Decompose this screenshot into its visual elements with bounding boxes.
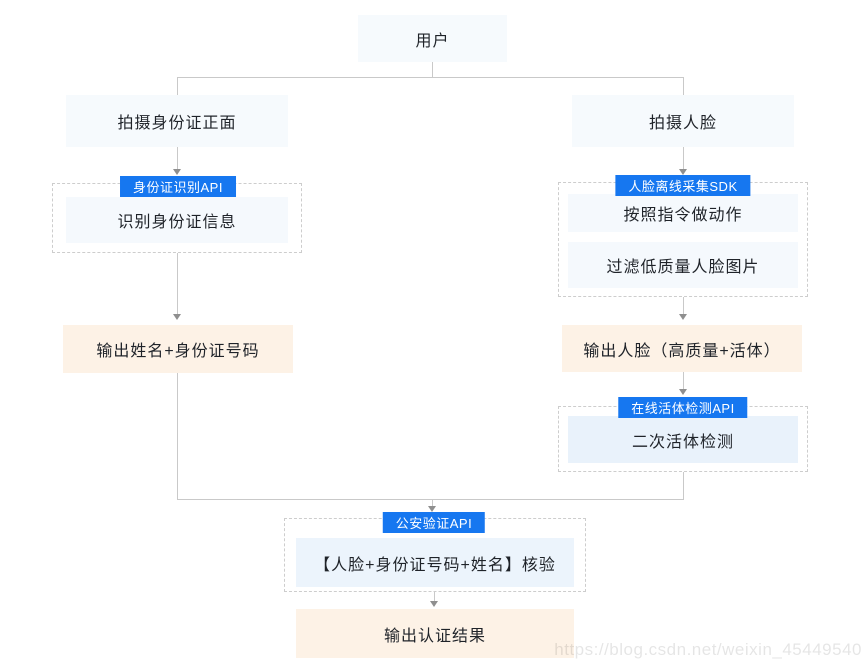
node-output-name-and-id: 输出姓名+身份证号码: [63, 325, 293, 373]
badge-police-verify-api: 公安验证API: [382, 512, 486, 533]
badge-id-ocr-api: 身份证识别API: [120, 176, 236, 197]
arrow-sdk-to-output-head: [679, 314, 687, 320]
connector-user-down: [432, 62, 433, 77]
node-follow-instructions: 按照指令做动作: [568, 194, 798, 232]
connector-left-merge-down: [177, 373, 178, 499]
arrow-output-to-liveness-head: [679, 389, 687, 395]
node-verify-face-id-name: 【人脸+身份证号码+姓名】核验: [296, 538, 574, 587]
arrow-sdk-to-output-shaft: [683, 297, 684, 315]
node-output-auth-result: 输出认证结果: [296, 609, 574, 658]
connector-right-branch: [683, 78, 684, 95]
node-user: 用户: [358, 15, 507, 62]
arrow-police-to-result-head: [430, 601, 438, 607]
node-filter-low-quality-face: 过滤低质量人脸图片: [568, 242, 798, 288]
arrow-capture-id-to-ocr-head: [173, 169, 181, 175]
connector-left-branch: [177, 78, 178, 95]
arrow-capture-face-to-sdk-shaft: [683, 147, 684, 170]
node-capture-face: 拍摄人脸: [572, 95, 794, 147]
arrow-police-to-result-shaft: [434, 592, 435, 602]
arrow-ocr-to-output-head: [173, 314, 181, 320]
node-recognize-id-info: 识别身份证信息: [66, 197, 288, 243]
node-output-face: 输出人脸（高质量+活体）: [562, 325, 802, 372]
arrow-merge-to-police-head: [428, 506, 436, 512]
connector-merge-horizontal: [177, 499, 684, 500]
arrow-ocr-to-output-shaft: [177, 253, 178, 315]
arrow-merge-to-police-shaft: [432, 499, 433, 507]
arrow-capture-id-to-ocr-shaft: [177, 147, 178, 170]
arrow-capture-face-to-sdk-head: [679, 169, 687, 175]
node-second-liveness-check: 二次活体检测: [568, 416, 798, 463]
connector-top-horizontal: [177, 77, 684, 78]
node-capture-id-front: 拍摄身份证正面: [66, 95, 288, 147]
watermark-url: https://blog.csdn.net/weixin_45449540: [554, 640, 862, 659]
arrow-output-to-liveness-shaft: [683, 372, 684, 390]
connector-right-merge-down: [683, 472, 684, 499]
badge-online-liveness-api: 在线活体检测API: [618, 397, 748, 418]
badge-face-offline-sdk: 人脸离线采集SDK: [615, 175, 751, 196]
